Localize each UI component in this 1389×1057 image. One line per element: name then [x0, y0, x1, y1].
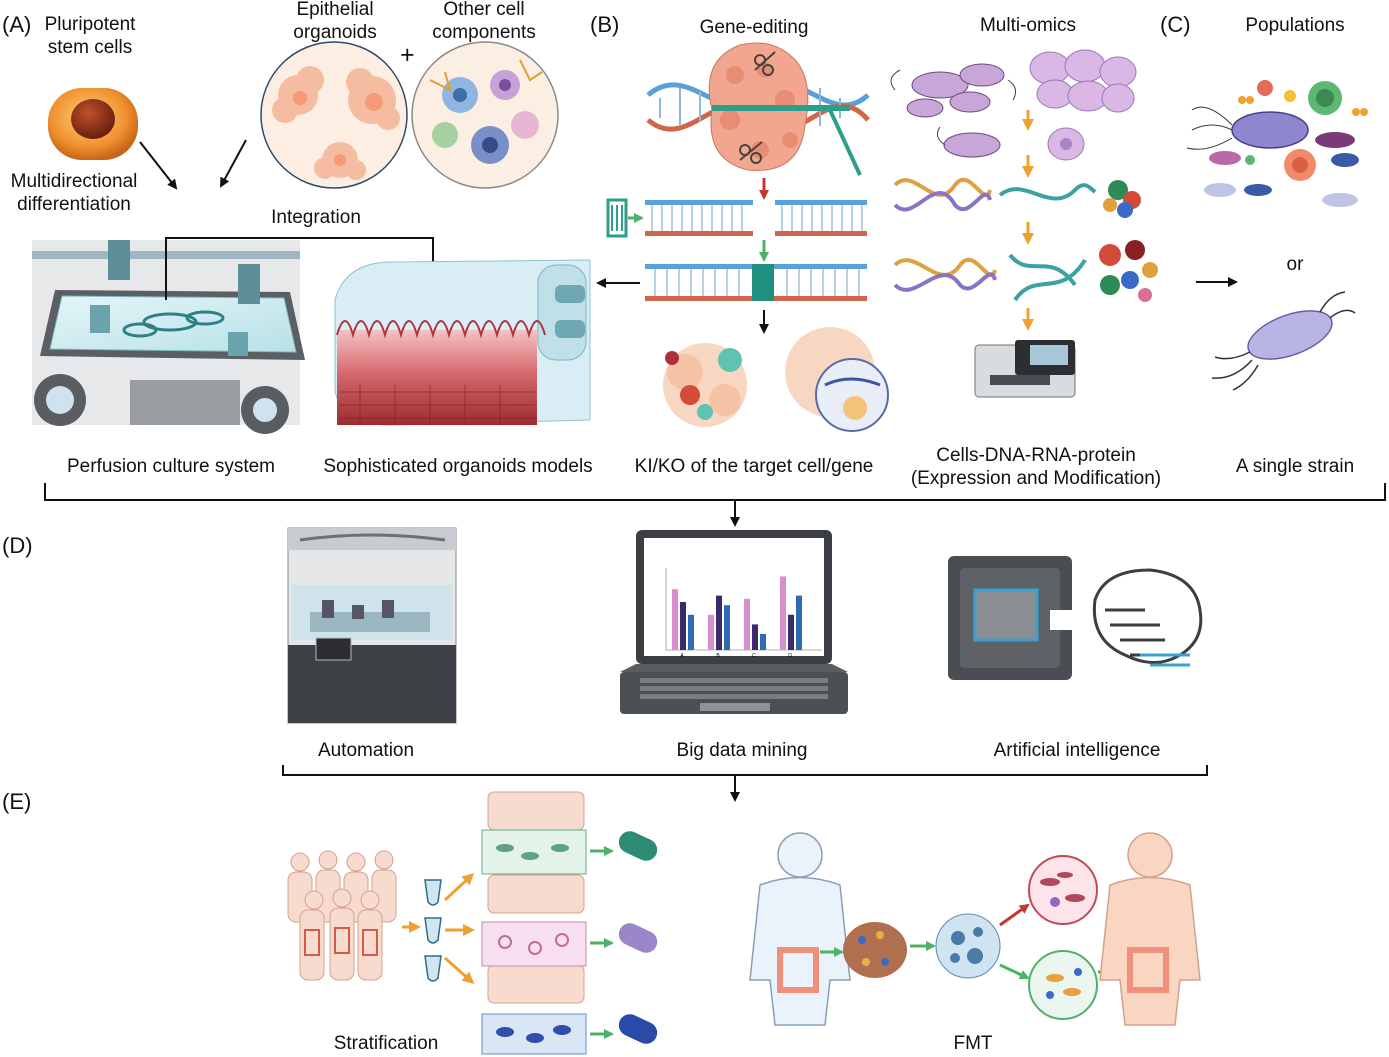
- mini-chart-bar: [796, 595, 802, 650]
- cut-dna-strands-illustration: [606, 198, 867, 238]
- recipient-body-illustration: [1099, 832, 1201, 1026]
- multi-omics-label: Multi-omics: [979, 15, 1077, 36]
- panel-label-c: (C): [1160, 12, 1191, 37]
- single-strain-illustration: [1211, 291, 1356, 391]
- healthy-microbes-illustration: [1028, 950, 1098, 1020]
- other-cell-components-label: Other cell components: [432, 0, 536, 43]
- mini-chart-category-label: D: [788, 653, 792, 659]
- mini-chart-bar: [724, 605, 730, 650]
- pathogenic-microbes-illustration: [1028, 855, 1098, 925]
- mini-chart-category-label: B: [716, 653, 720, 659]
- mini-chart-bar: [780, 576, 786, 650]
- sample-tubes-illustration: [424, 879, 442, 982]
- dna-rna-protein-illustration: [893, 177, 1158, 302]
- mini-chart-axes: [665, 568, 822, 651]
- microbial-populations-illustration: [1186, 80, 1368, 207]
- cells-dna-rna-protein-label: Cells-DNA-RNA-protein (Expression and Mo…: [910, 445, 1162, 489]
- mini-chart-bar: [752, 624, 758, 650]
- mini-chart-category-label: C: [752, 653, 756, 659]
- mini-chart-bar: [688, 614, 694, 650]
- multi-omics-cells-illustration: [890, 49, 1137, 161]
- mini-chart-bar: [680, 602, 686, 650]
- perfusion-culture-system-label: Perfusion culture system: [66, 456, 276, 477]
- automation-label: Automation: [317, 740, 415, 761]
- sophisticated-organoids-label: Sophisticated organoids models: [323, 456, 593, 477]
- ki-ko-cells-illustration: [663, 327, 889, 432]
- mini-chart-category-label: A: [680, 653, 684, 659]
- panel-label-d: (D): [2, 533, 33, 558]
- gene-editing-label: Gene-editing: [699, 17, 809, 38]
- sophisticated-organoid-model-illustration: [334, 259, 591, 426]
- mini-chart-bar: [672, 589, 678, 650]
- laptop-mini-bar-chart: A B C D: [665, 568, 822, 659]
- panel-label-a: (A): [2, 12, 32, 37]
- multidirectional-differentiation-label: Multidirectional differentiation: [10, 171, 138, 215]
- capsule-pills-illustration: [618, 831, 658, 1044]
- stratification-label: Stratification: [333, 1033, 439, 1054]
- other-cell-components-illustration: [411, 41, 559, 189]
- mini-chart-bar: [744, 598, 750, 650]
- pluripotent-stem-cells-label: Pluripotent stem cells: [44, 14, 136, 58]
- stool-sample-illustration: [843, 922, 907, 978]
- single-strain-label: A single strain: [1235, 456, 1355, 477]
- ai-chip-brain-illustration: [948, 556, 1203, 680]
- epithelial-organoids-illustration: [260, 41, 408, 189]
- artificial-intelligence-label: Artificial intelligence: [993, 740, 1161, 761]
- processed-microbiota-illustration: [935, 913, 1001, 979]
- crispr-dna-illustration: [646, 42, 870, 176]
- panel-label-b: (B): [590, 12, 620, 37]
- or-label: or: [1286, 254, 1304, 275]
- patient-crowd-illustration: [287, 850, 397, 981]
- big-data-mining-label: Big data mining: [676, 740, 808, 761]
- automation-robot-illustration: [287, 527, 457, 724]
- plus-label: +: [400, 41, 415, 69]
- mini-chart-bar: [788, 614, 794, 650]
- perfusion-culture-system-illustration: [32, 240, 305, 434]
- fmt-label: FMT: [953, 1033, 993, 1054]
- donor-body-illustration: [749, 832, 851, 1026]
- integration-label: Integration: [271, 207, 361, 228]
- mini-chart-bar: [708, 614, 714, 650]
- pluripotent-stem-cell-illustration: [48, 88, 138, 160]
- epithelial-organoids-label: Epithelial organoids: [293, 0, 377, 43]
- populations-label: Populations: [1245, 15, 1345, 36]
- panel-label-e: (E): [2, 789, 32, 814]
- mini-chart-bar: [760, 634, 766, 650]
- mini-chart-bar: [716, 595, 722, 650]
- repaired-dna-strand-illustration: [645, 264, 867, 301]
- sequencer-illustration: [974, 340, 1076, 398]
- kiko-label: KI/KO of the target cell/gene: [634, 456, 874, 477]
- stratified-groups-illustration: [481, 791, 587, 1055]
- laptop-illustration: [620, 530, 848, 714]
